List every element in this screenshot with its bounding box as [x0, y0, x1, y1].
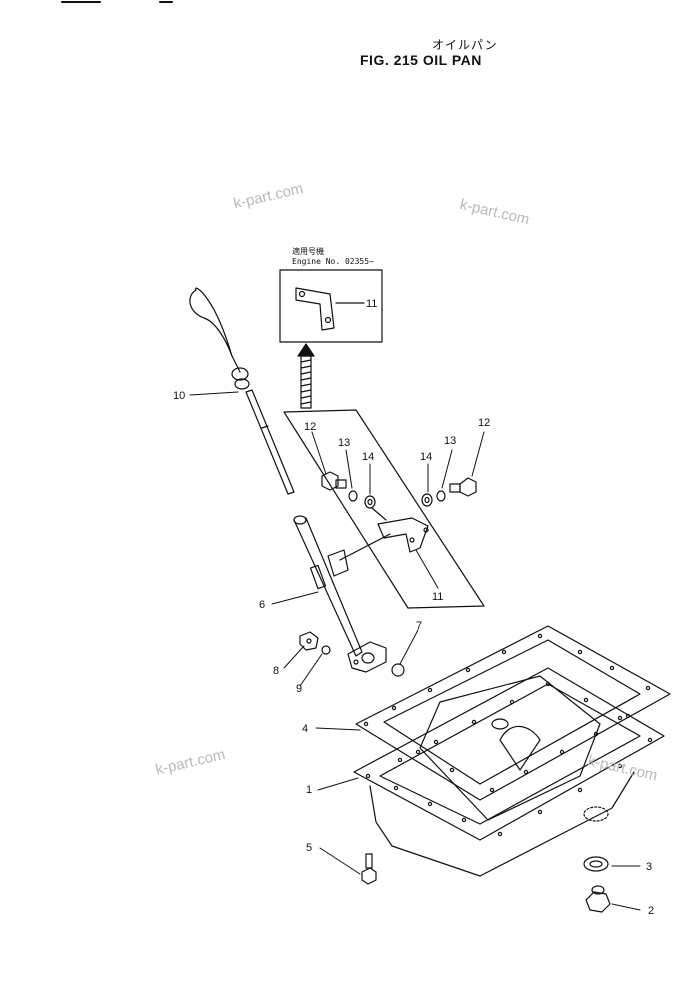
callout-numbers: 1 2 3 4 5 6 7 8 9 10 11 11 12 12 13 13 1…	[173, 298, 654, 917]
washer-14-right	[421, 493, 433, 507]
callout-3: 3	[646, 861, 652, 873]
leader-lines	[189, 391, 641, 911]
callout-11-inset: 11	[366, 298, 377, 310]
lockwasher-13-left	[348, 490, 358, 502]
bracket-part-11-inset	[295, 287, 335, 331]
pipe-flange	[347, 641, 387, 673]
lockwasher-13-right	[436, 490, 446, 502]
page-title: FIG. 215 OIL PAN	[360, 52, 482, 68]
drain-plug-2	[585, 885, 611, 913]
exploded-group-outline	[283, 409, 485, 609]
callout-1: 1	[306, 784, 312, 796]
callout-7: 7	[416, 620, 422, 632]
callout-12-right: 12	[478, 417, 490, 429]
callout-14-right: 14	[420, 451, 432, 463]
callout-13-left: 13	[338, 437, 350, 449]
callout-13-right: 13	[444, 435, 456, 447]
callout-11: 11	[432, 591, 443, 603]
gasket-4	[355, 625, 671, 801]
arrow-up	[297, 343, 315, 409]
title-japanese: オイルパン	[432, 38, 498, 52]
inset-label-engine-no: Engine No. 02355~	[292, 257, 374, 266]
bolt-12-left	[321, 471, 347, 491]
oil-pan-1	[353, 667, 665, 877]
callout-9: 9	[296, 683, 302, 695]
bracket-part-11	[339, 517, 429, 561]
nut-8	[299, 631, 319, 651]
callout-12-left: 12	[304, 421, 316, 433]
guide-pipe	[293, 515, 363, 657]
o-ring-7	[391, 663, 405, 677]
bolt-12-right	[449, 477, 477, 497]
callout-2: 2	[648, 905, 654, 917]
dipstick-gauge	[189, 287, 295, 495]
inset-box	[279, 269, 383, 343]
inset-label-jp: 適用号機	[292, 247, 324, 256]
washer-3	[583, 856, 609, 872]
callout-8: 8	[273, 665, 279, 677]
callout-4: 4	[302, 723, 308, 735]
callout-10: 10	[173, 390, 185, 402]
callout-5: 5	[306, 842, 312, 854]
washer-14-left	[364, 495, 376, 509]
washer-9	[321, 645, 331, 655]
callout-14-left: 14	[362, 451, 374, 463]
bolt-5	[361, 853, 377, 885]
callout-6: 6	[259, 599, 265, 611]
